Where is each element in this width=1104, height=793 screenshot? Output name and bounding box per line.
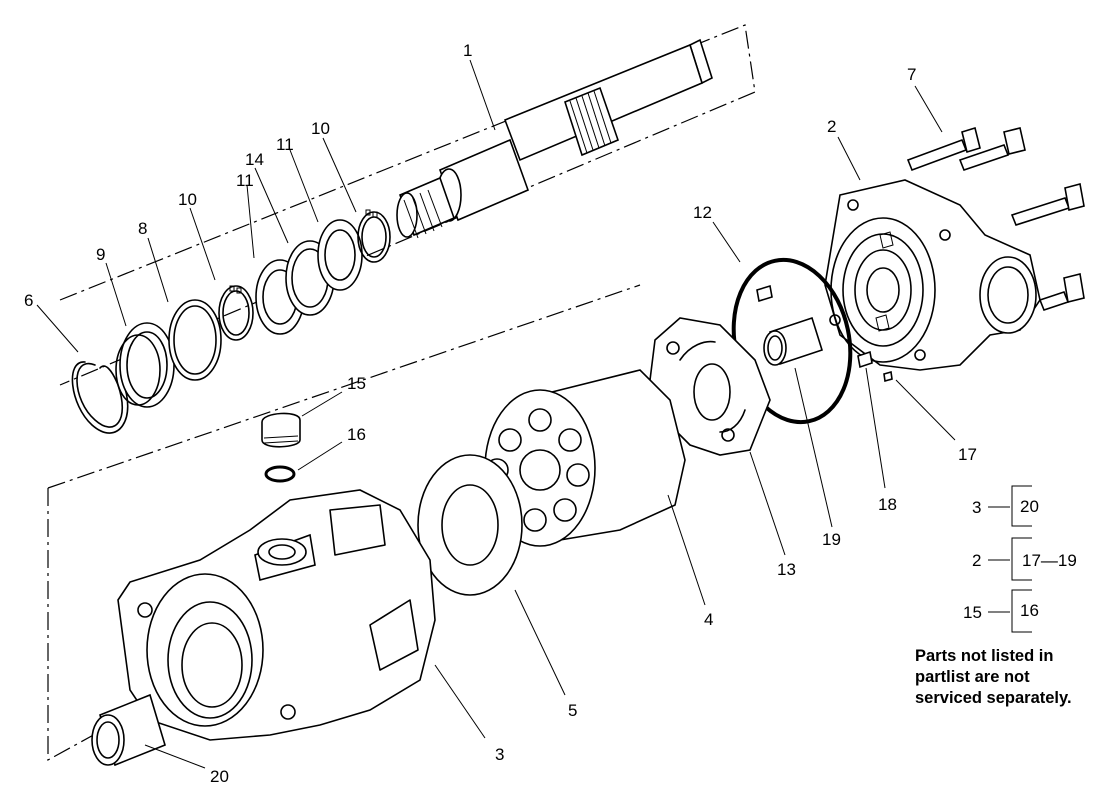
- callout-13: 13: [777, 560, 796, 579]
- callout-8: 8: [138, 219, 147, 238]
- callout-5: 5: [568, 701, 577, 720]
- part-17-pin: [883, 370, 893, 383]
- group-parent-2: 2: [972, 551, 981, 570]
- part-10-snap-ring-lower: [218, 285, 254, 341]
- part-8-ring: [168, 299, 222, 381]
- group-legend: 3 20 2 17—19 15 16: [963, 485, 1077, 633]
- callout-12: 12: [693, 203, 712, 222]
- callout-labels: 1 2 3 4 5 6 7 8 9 10 10 11 11 12 13 14 1…: [24, 41, 977, 786]
- part-15-plug: [261, 412, 301, 448]
- part-5-swash-plate: [417, 454, 523, 596]
- callout-16: 16: [347, 425, 366, 444]
- callout-4: 4: [704, 610, 713, 629]
- callout-19: 19: [822, 530, 841, 549]
- callout-6: 6: [24, 291, 33, 310]
- part-6-retaining-ring: [71, 361, 129, 434]
- part-1-drive-shaft: [396, 38, 713, 239]
- callout-7: 7: [907, 65, 916, 84]
- part-18-pin: [756, 284, 873, 369]
- part-19-needle-bearing: [763, 316, 823, 366]
- service-note: Parts not listed in partlist are not ser…: [915, 646, 1101, 709]
- callout-10-upper: 10: [311, 119, 330, 138]
- part-9-bearing-ring: [115, 322, 175, 408]
- callout-15: 15: [347, 374, 366, 393]
- group-children-1: 20: [1020, 497, 1039, 516]
- service-note-line-3: serviced separately.: [915, 689, 1072, 707]
- group-children-3: 16: [1020, 601, 1039, 620]
- callout-14: 14: [245, 150, 264, 169]
- callout-1: 1: [463, 41, 472, 60]
- leader-lines: [36, 59, 956, 769]
- service-note-line-2: partlist are not: [915, 668, 1030, 686]
- callout-2: 2: [827, 117, 836, 136]
- callout-20: 20: [210, 767, 229, 786]
- group-parent-3: 15: [963, 603, 982, 622]
- callout-3: 3: [495, 745, 504, 764]
- part-20-bearing: [91, 693, 166, 767]
- part-7-bolts: [906, 126, 1085, 311]
- callout-10-lower: 10: [178, 190, 197, 209]
- callout-11-upper: 11: [276, 135, 294, 154]
- group-row-1: 3 20: [972, 485, 1039, 527]
- callout-17: 17: [958, 445, 977, 464]
- group-row-2: 2 17—19: [972, 537, 1077, 581]
- service-note-line-1: Parts not listed in: [915, 647, 1054, 665]
- group-children-2: 17—19: [1022, 551, 1077, 570]
- callout-18: 18: [878, 495, 897, 514]
- group-row-3: 15 16: [963, 589, 1039, 633]
- group-parent-1: 3: [972, 498, 981, 517]
- part-2-end-cap: [824, 179, 1041, 371]
- part-10-snap-ring-upper: [357, 209, 391, 263]
- part-11-thrust-washer-upper: [317, 219, 363, 291]
- callout-9: 9: [96, 245, 105, 264]
- part-16-o-ring: [264, 465, 296, 483]
- part-3-housing: [117, 489, 436, 741]
- callout-11-lower: 11: [236, 171, 254, 190]
